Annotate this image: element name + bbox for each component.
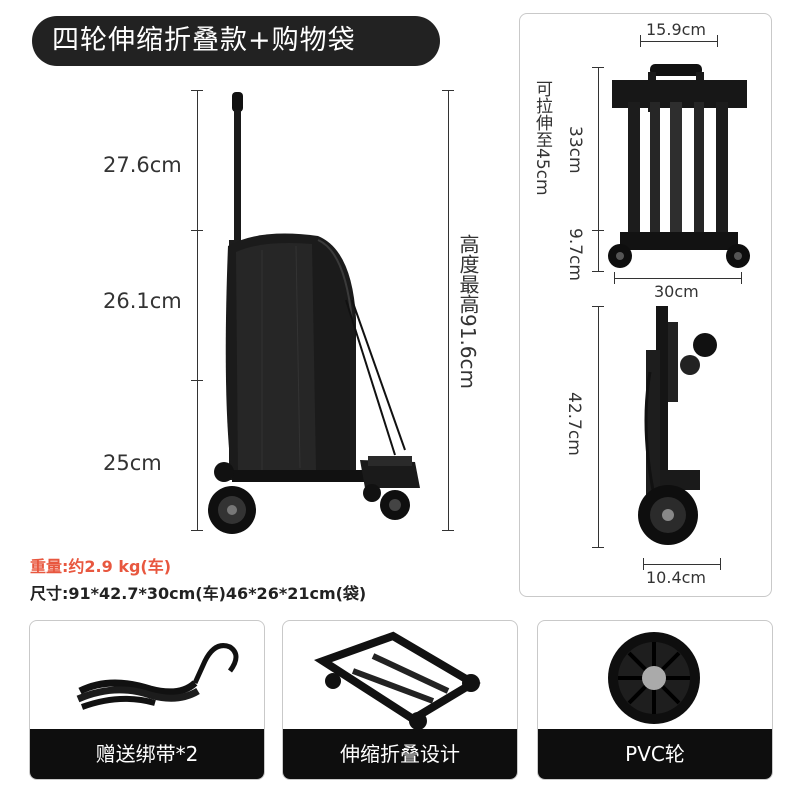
- product-title-banner: 四轮伸缩折叠款+购物袋: [32, 16, 440, 66]
- bungee-strap-image: [76, 643, 239, 710]
- wheel-card: PVC轮: [537, 620, 773, 780]
- dimension-tick: [442, 530, 454, 531]
- handle-segment-length: 27.6cm: [103, 153, 182, 177]
- dimension-tick: [191, 90, 203, 91]
- dimension-tick: [741, 272, 742, 284]
- dimension-tick: [640, 35, 641, 47]
- strap-card-label: 赠送绑带*2: [30, 729, 264, 779]
- base-width-line: [614, 278, 742, 279]
- dimension-tick: [717, 35, 718, 47]
- top-width-line: [640, 41, 718, 42]
- handle-height-label: 33cm: [565, 126, 585, 174]
- folded-width-line: [643, 564, 721, 565]
- handle-height-line: [598, 67, 599, 272]
- folded-height-line: [598, 306, 599, 548]
- dimension-tick: [592, 271, 604, 272]
- base-segment-length: 25cm: [103, 451, 162, 475]
- size-spec: 尺寸:91*42.7*30cm(车)46*26*21cm(袋): [30, 584, 367, 603]
- extend-note-label: 可拉伸至45cm: [532, 80, 552, 196]
- dimension-tick: [191, 230, 203, 231]
- fold-design-card-label: 伸缩折叠设计: [283, 729, 517, 779]
- dimension-tick: [592, 547, 604, 548]
- base-width-label: 30cm: [654, 282, 699, 301]
- top-width-label: 15.9cm: [646, 20, 707, 39]
- dimension-panel: [519, 13, 772, 597]
- total-height-line: [448, 90, 449, 530]
- dimension-tick: [720, 558, 721, 570]
- fold-design-card: 伸缩折叠设计: [282, 620, 518, 780]
- pvc-wheel-image: [608, 632, 700, 724]
- dimension-tick: [614, 272, 615, 284]
- max-height-label: 高度最高91.6cm: [456, 234, 480, 390]
- dimension-tick: [592, 67, 604, 68]
- dimension-tick: [643, 558, 644, 570]
- weight-spec: 重量:约2.9 kg(车): [30, 557, 172, 576]
- wheel-card-label: PVC轮: [538, 729, 772, 779]
- dimension-tick: [592, 230, 604, 231]
- segment-dimension-line: [197, 90, 198, 530]
- dimension-tick: [191, 380, 203, 381]
- base-height-label: 9.7cm: [565, 228, 585, 281]
- folded-cart-image: [314, 631, 481, 730]
- strap-card: 赠送绑带*2: [29, 620, 265, 780]
- folded-width-label: 10.4cm: [646, 568, 707, 587]
- dimension-tick: [442, 90, 454, 91]
- folded-height-label: 42.7cm: [564, 392, 584, 456]
- product-title: 四轮伸缩折叠款+购物袋: [52, 25, 356, 56]
- middle-segment-length: 26.1cm: [103, 289, 182, 313]
- dimension-tick: [592, 306, 604, 307]
- dimension-tick: [191, 530, 203, 531]
